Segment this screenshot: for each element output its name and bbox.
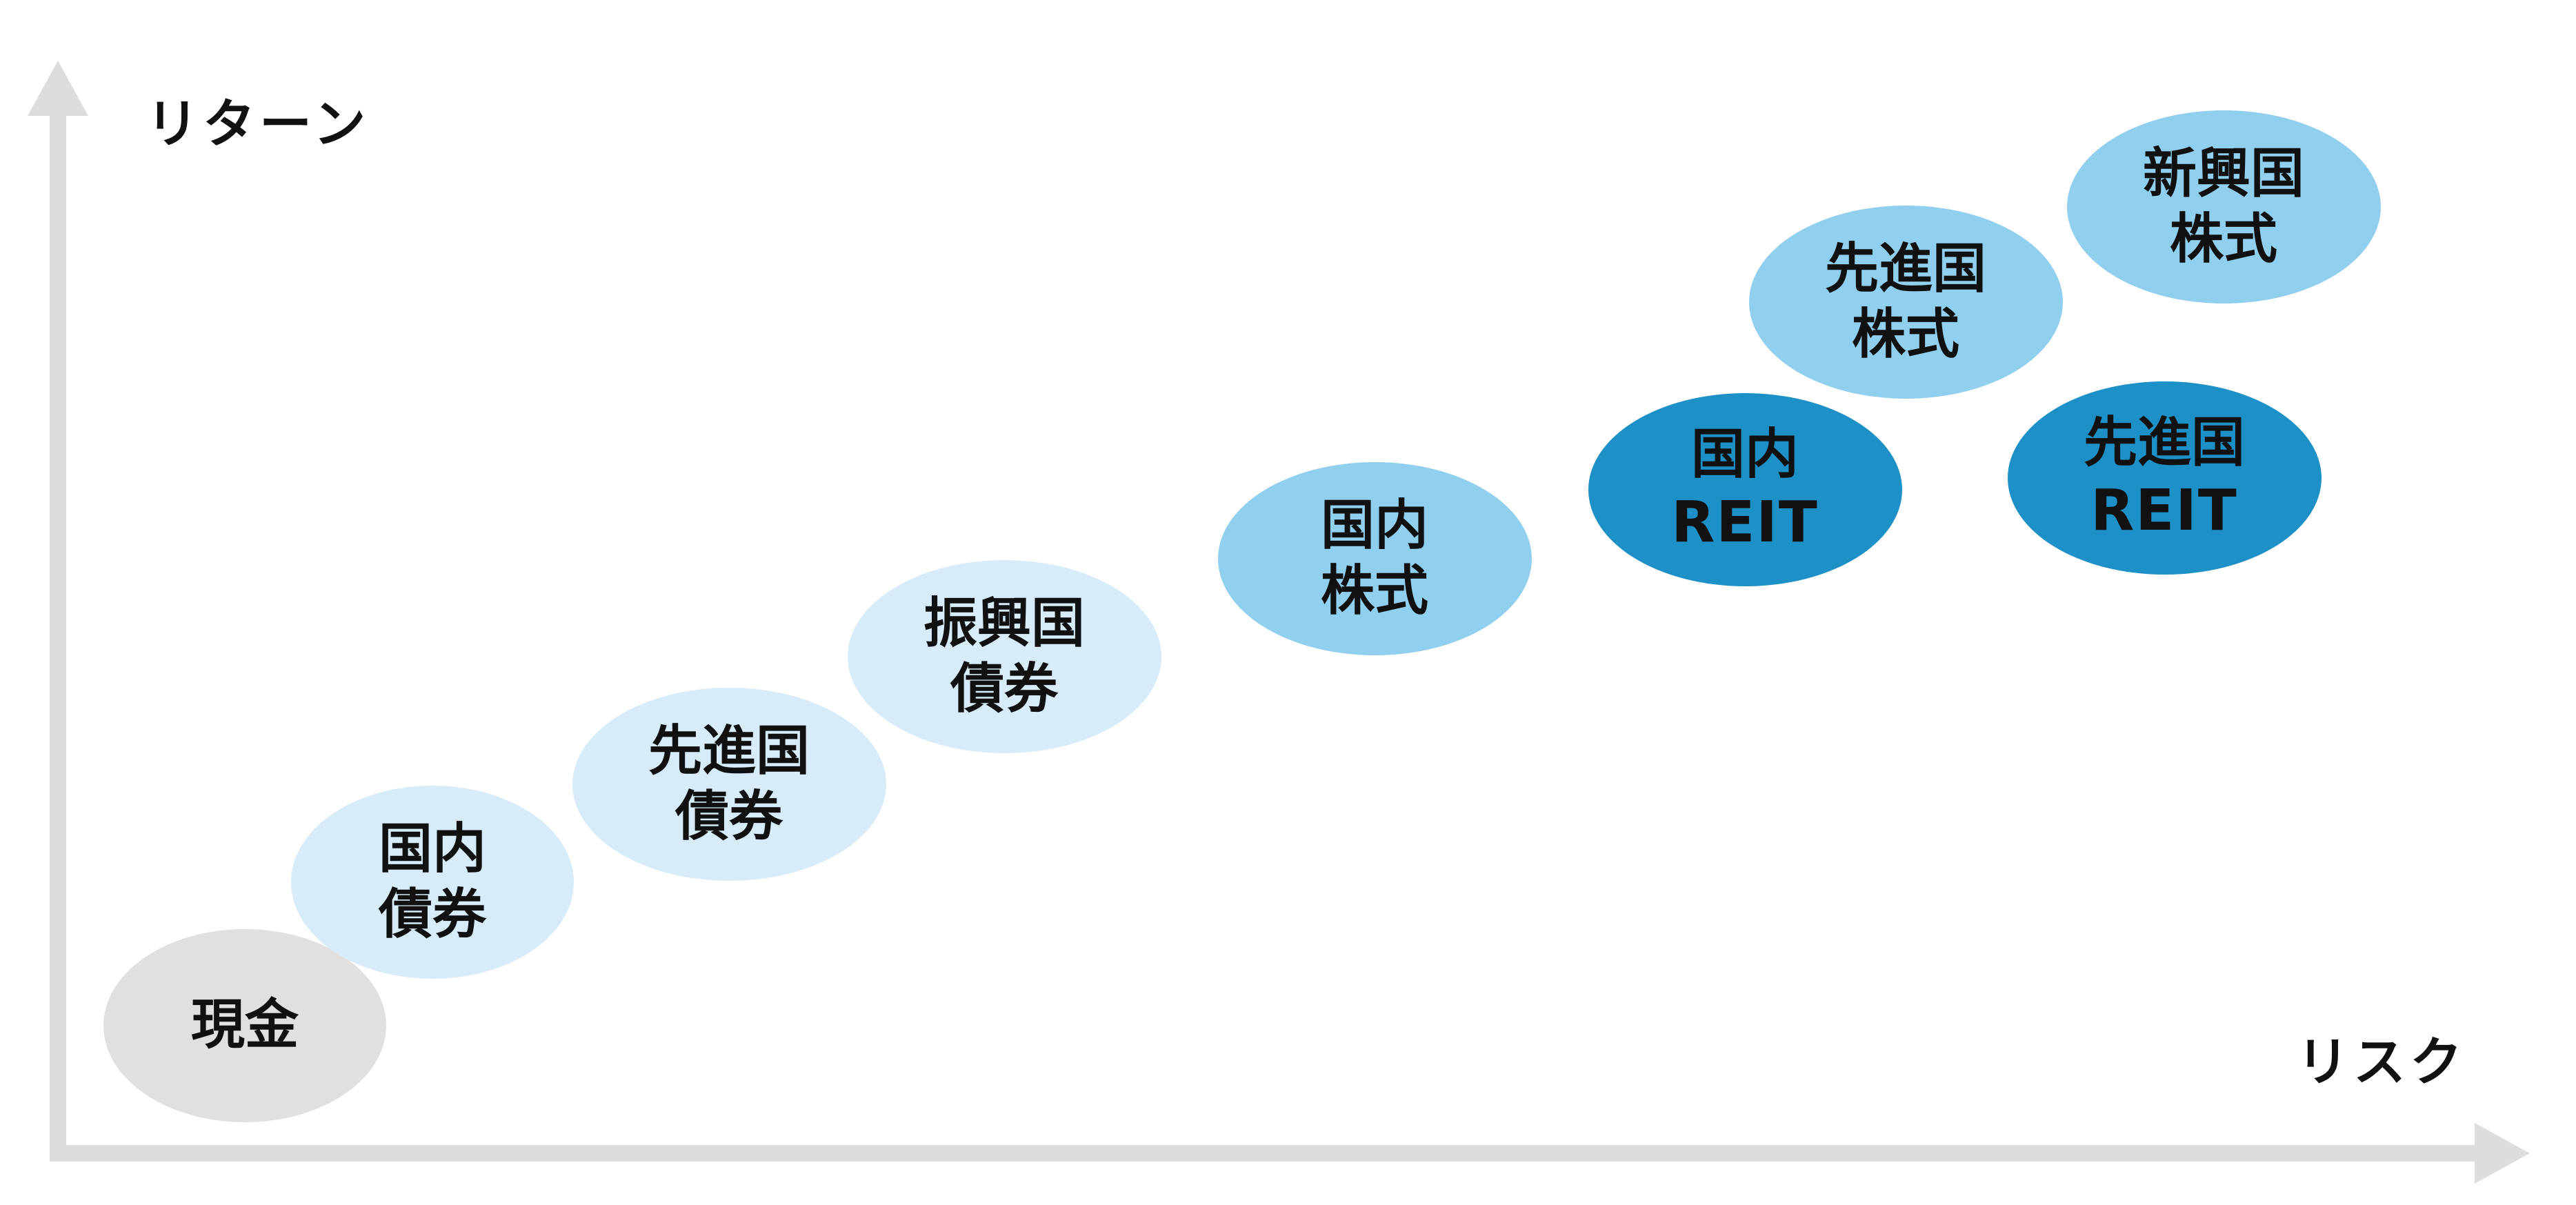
asset-label-line: 新興国	[2142, 142, 2304, 205]
x-axis-arrowhead	[2475, 1123, 2530, 1184]
asset-label-line: 先進国	[1824, 237, 1986, 300]
y-axis-arrowhead	[28, 61, 88, 116]
asset-label-line: 振興国	[923, 592, 1085, 655]
asset-bubble-domestic-stocks: 国内株式	[1217, 462, 1532, 655]
x-axis-label: リスク	[2297, 1031, 2466, 1093]
asset-label-line: 先進国	[648, 719, 810, 782]
asset-label-line: 国内	[1690, 424, 1799, 486]
asset-label-line: REIT	[2090, 477, 2238, 544]
asset-label-line: 先進国	[2083, 412, 2245, 475]
asset-label-line: REIT	[1671, 489, 1819, 555]
asset-bubble-cash: 現金	[103, 929, 386, 1122]
asset-label-line: 株式	[1320, 560, 1428, 622]
asset-label-line: 債券	[675, 786, 783, 848]
asset-bubble-emerging-stocks: 新興国株式	[2066, 110, 2381, 303]
y-axis-label: リターン	[146, 93, 370, 155]
asset-label-line: 債券	[950, 658, 1058, 720]
asset-label-line: 国内	[1320, 494, 1428, 557]
asset-label-line: 債券	[378, 884, 486, 946]
asset-bubble-domestic-bonds: 国内債券	[291, 786, 574, 979]
asset-label-line: 現金	[190, 994, 299, 1057]
asset-label-line: 国内	[378, 817, 486, 880]
asset-bubble-developed-bonds: 先進国債券	[572, 688, 886, 881]
asset-label-line: 株式	[2169, 208, 2277, 270]
asset-label-line: 株式	[1851, 303, 1959, 366]
asset-bubble-emerging-bonds: 振興国債券	[847, 560, 1161, 753]
asset-bubble-developed-stocks: 先進国株式	[1748, 206, 2063, 399]
